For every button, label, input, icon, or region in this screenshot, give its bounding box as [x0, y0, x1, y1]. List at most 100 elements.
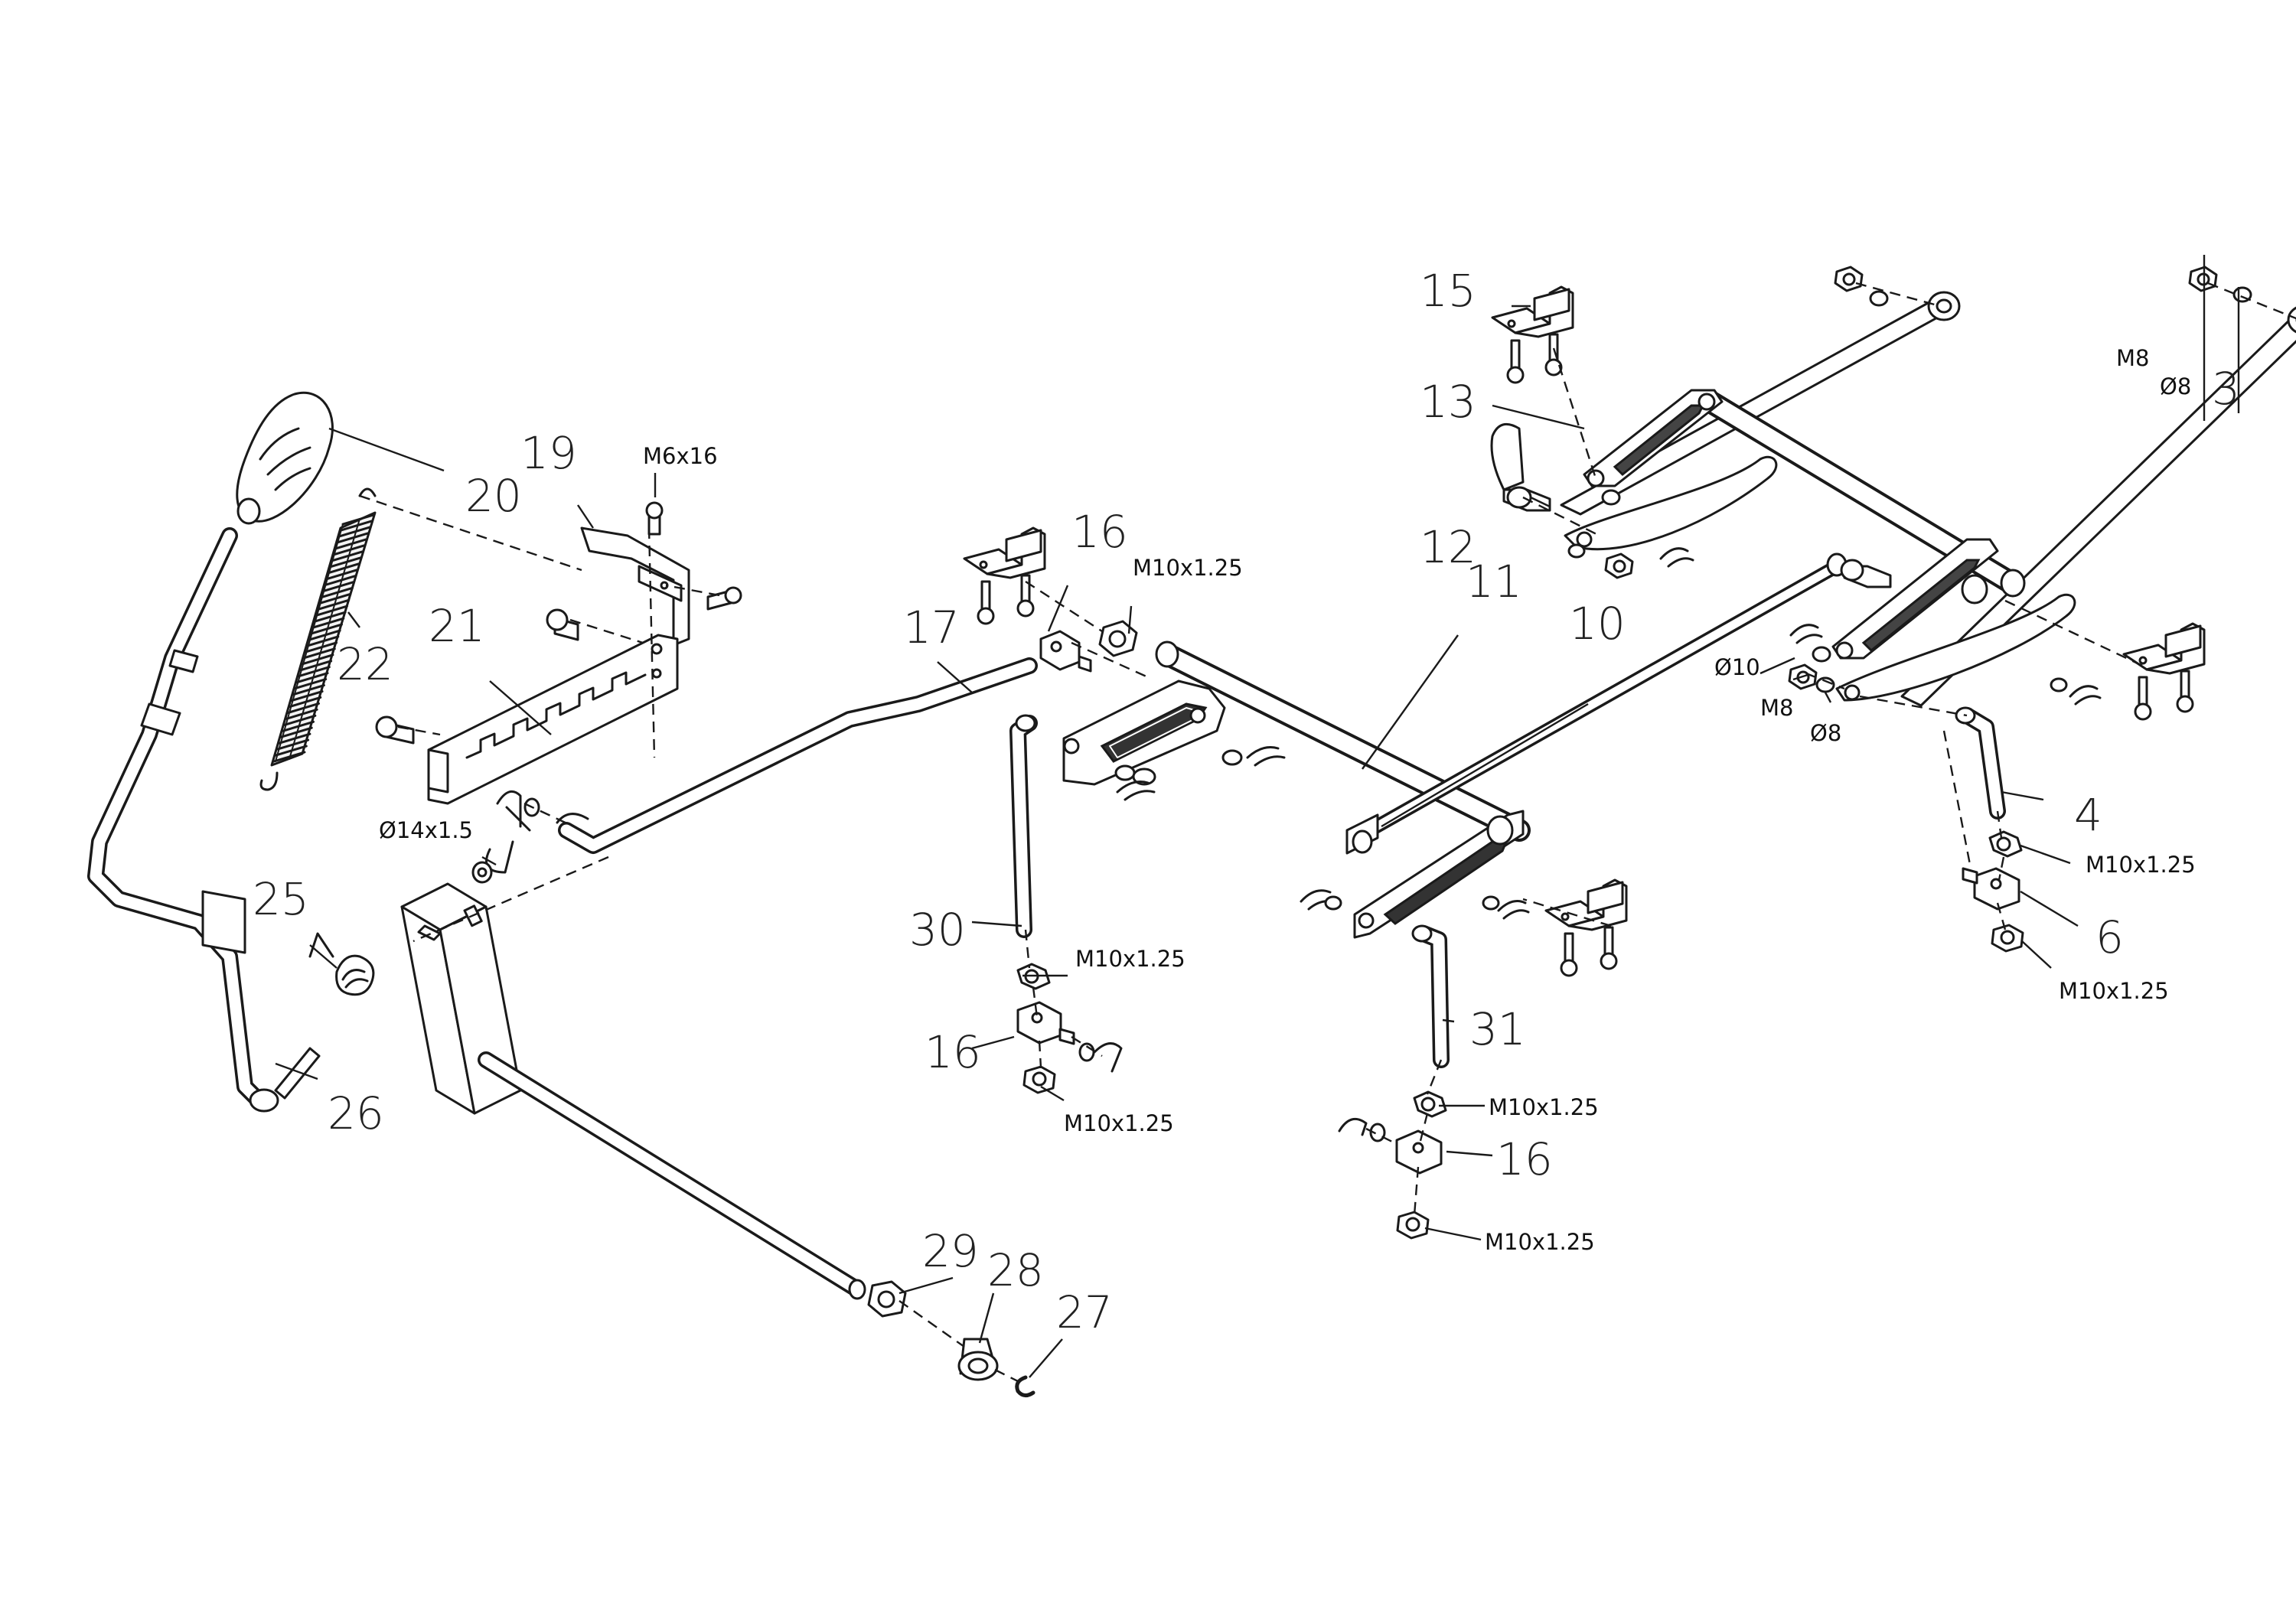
spring-coil: [297, 666, 331, 678]
mount-bracket-bottom-mid: [1544, 878, 1628, 977]
spec-d10: Ø10: [1714, 654, 1760, 680]
link-rod: [471, 657, 1038, 884]
spring-coil: [309, 623, 343, 635]
spring-coil: [278, 732, 311, 745]
label-15: 15: [1420, 265, 1476, 317]
spring-coil: [285, 708, 318, 720]
notch-plate: [375, 608, 679, 805]
spring-coil: [322, 580, 356, 592]
spec-m10-6: M10x1.25: [2059, 978, 2169, 1004]
spring-coil: [279, 726, 313, 738]
spring-coil: [315, 605, 348, 617]
spring-coil: [329, 556, 363, 569]
mount-bracket-right: [2122, 622, 2206, 721]
lift-lever: [87, 391, 334, 1113]
spring-coil: [305, 641, 338, 653]
spring-coil: [290, 690, 324, 702]
spec-m10-16b: M10x1.25: [1064, 1110, 1174, 1136]
spec-d8-top: Ø8: [2160, 373, 2191, 399]
label-29: 29: [922, 1225, 979, 1277]
spring-coil: [331, 550, 364, 562]
label-20: 20: [465, 470, 522, 522]
label-27: 27: [1056, 1286, 1113, 1338]
label-30: 30: [909, 904, 966, 956]
spec-m10-16c: M10x1.25: [1485, 1229, 1595, 1255]
pivot-tube: [400, 882, 907, 1318]
spec-d14x15: Ø14x1.5: [379, 817, 473, 843]
spring-coil: [302, 647, 336, 660]
spec-m10-4: M10x1.25: [2086, 852, 2196, 878]
leader-lines: [275, 255, 2240, 1378]
label-11: 11: [1466, 556, 1522, 608]
label-16-top: 16: [1071, 506, 1128, 558]
spring-coil: [313, 611, 347, 623]
spring-coil: [282, 720, 315, 732]
trunnion-top: [1039, 620, 1138, 673]
spring-coil: [336, 532, 370, 544]
spring-coil: [328, 562, 361, 575]
label-3: 3: [2212, 363, 2240, 415]
label-13: 13: [1420, 376, 1476, 428]
label-16-bottom: 16: [1496, 1133, 1553, 1185]
rod-30: [1009, 714, 1038, 938]
spring-coil: [299, 660, 333, 672]
spring: [259, 487, 377, 791]
label-4: 4: [2074, 789, 2102, 841]
spring-coil: [311, 617, 345, 629]
spring-coil: [274, 745, 308, 757]
label-6: 6: [2095, 911, 2124, 963]
spring-coil: [283, 714, 317, 726]
label-19: 19: [520, 427, 577, 479]
spec-d8-mid: Ø8: [1810, 720, 1841, 746]
label-31: 31: [1469, 1003, 1526, 1055]
trunnion-bottom: [1338, 1090, 1447, 1240]
torsion-spring: [308, 932, 375, 996]
spring-coil: [338, 526, 371, 538]
spec-m10-31: M10x1.25: [1489, 1094, 1599, 1120]
spring-coil: [332, 544, 366, 556]
label-28: 28: [987, 1244, 1044, 1296]
spring-coil: [325, 569, 359, 581]
spring-coil: [272, 751, 306, 763]
spec-m8-top: M8: [2116, 345, 2149, 371]
spring-coil: [301, 653, 334, 666]
mount-bracket-15: [1491, 285, 1574, 384]
label-17: 17: [903, 601, 960, 653]
part-numbers: 20 19 22 21 17 16 30 16 25 26 29 28 27 3…: [253, 265, 2240, 1338]
lift-plate-13: [1564, 389, 1778, 551]
rod-31: [1411, 924, 1450, 1068]
lift-plate-right: [1788, 538, 2102, 706]
label-21: 21: [429, 600, 485, 652]
spring-coil: [317, 598, 351, 611]
spring-coil: [318, 592, 352, 605]
spring-coil: [286, 702, 320, 714]
spec-labels: M6x16 Ø14x1.5 M10x1.25 M10x1.25 M10x1.25…: [379, 345, 2196, 1255]
spring-coil: [324, 574, 357, 586]
label-25: 25: [253, 873, 309, 925]
spec-m10-30: M10x1.25: [1075, 946, 1186, 972]
rod-4: [1955, 706, 2024, 953]
spring-coil: [334, 538, 368, 550]
spring-coil: [341, 513, 375, 526]
spring-coil: [306, 635, 340, 647]
spring-coil: [294, 678, 328, 690]
spring-coil: [340, 520, 373, 532]
label-16-mid: 16: [925, 1026, 981, 1078]
spring-coil: [308, 629, 341, 641]
spring-coil: [289, 696, 322, 708]
mount-bracket-top-mid: [963, 526, 1046, 625]
lift-arm-center: [1300, 810, 1530, 939]
bushing-and-clip: [957, 1338, 1035, 1397]
lift-arm-upper: [1560, 291, 1961, 516]
spring-coil: [276, 738, 310, 751]
spring-coil: [320, 586, 354, 598]
bracket-19: [580, 501, 742, 647]
label-26: 26: [328, 1087, 384, 1139]
spring-coil: [295, 672, 329, 684]
assembly-lines: [359, 282, 2296, 1387]
spec-m10-top: M10x1.25: [1133, 555, 1243, 581]
spring-coil: [292, 684, 325, 696]
label-10: 10: [1569, 598, 1626, 650]
label-12: 12: [1420, 521, 1476, 573]
